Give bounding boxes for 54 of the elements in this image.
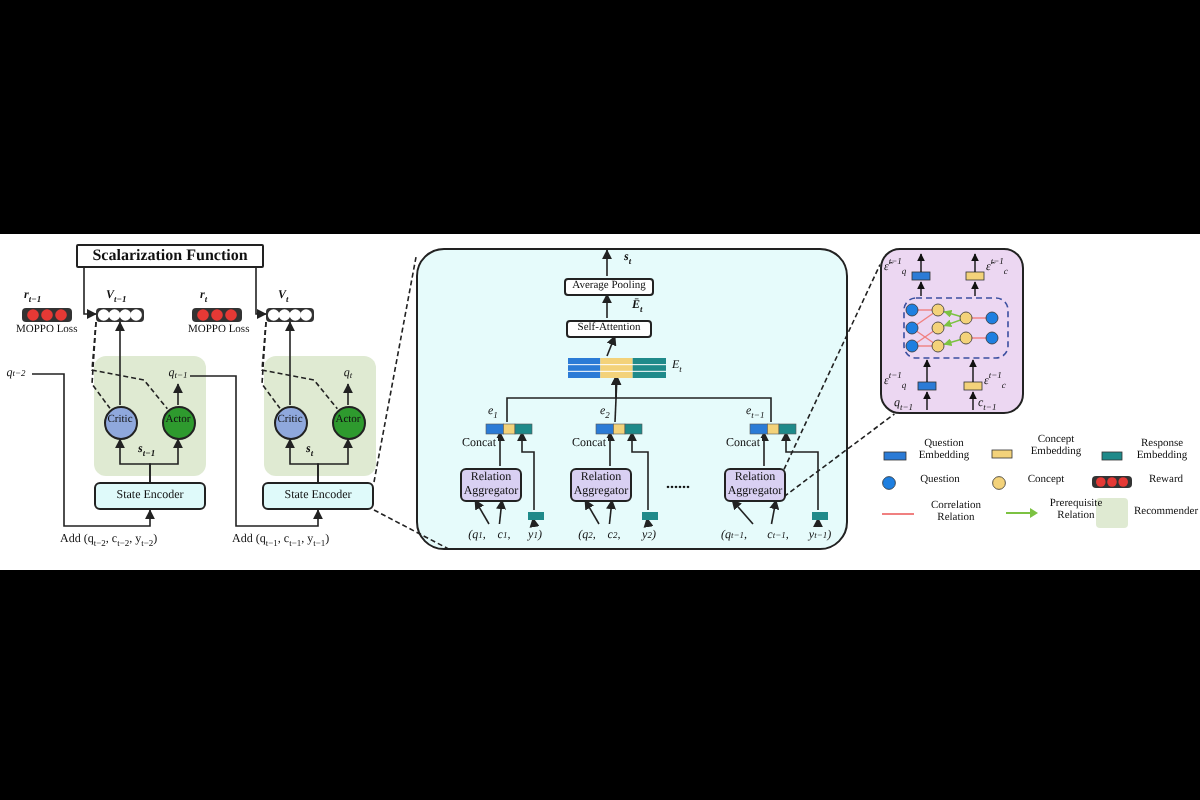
arrow	[317, 438, 353, 483]
arrow	[759, 431, 769, 467]
embedding-bar	[750, 424, 796, 434]
arrow	[83, 267, 97, 319]
embedding-matrix	[568, 358, 666, 378]
dashed-line	[91, 321, 169, 410]
arrow	[517, 431, 535, 511]
value-vector	[266, 308, 314, 322]
arrow	[31, 373, 155, 527]
arrow	[474, 499, 490, 525]
arrow	[605, 431, 615, 467]
arrow	[813, 517, 823, 528]
arrow	[781, 431, 819, 511]
arrow	[731, 499, 754, 525]
recommender-panel	[264, 356, 376, 476]
arrow	[611, 375, 622, 423]
arrow	[115, 321, 125, 406]
arrow	[189, 375, 323, 527]
arrow	[495, 431, 505, 467]
arrow	[602, 293, 612, 319]
embedding-bar	[596, 424, 642, 434]
arrow	[255, 267, 267, 319]
arrow	[606, 335, 617, 357]
dashed-line	[91, 321, 111, 410]
response-embedding	[642, 512, 658, 520]
arrow	[611, 375, 772, 423]
arrow	[173, 383, 183, 406]
dashed-line	[783, 263, 881, 471]
dashed-line	[373, 509, 452, 551]
reward-vector	[22, 308, 72, 322]
arrow	[769, 499, 780, 525]
embedding-bar	[486, 424, 532, 434]
arrow	[529, 517, 540, 528]
recommender-panel	[94, 356, 206, 476]
dashed-line	[261, 321, 281, 410]
value-vector	[96, 308, 144, 322]
dashed-line	[373, 256, 417, 483]
arrow	[606, 499, 616, 525]
dashed-line	[783, 413, 896, 498]
ellipsis: ......	[666, 476, 690, 493]
arrow	[285, 321, 295, 406]
arrow	[602, 249, 612, 277]
response-embedding	[528, 512, 544, 520]
response-embedding	[812, 512, 828, 520]
arrow	[643, 517, 654, 528]
arrow	[149, 438, 183, 483]
reward-vector	[192, 308, 242, 322]
dashed-line	[261, 321, 339, 410]
arrow	[343, 383, 353, 406]
arrow	[496, 499, 506, 525]
arrow	[584, 499, 600, 525]
function-box: Scalarization Function	[76, 244, 264, 268]
encoder-detail-panel	[416, 248, 848, 550]
arrow	[627, 431, 649, 511]
